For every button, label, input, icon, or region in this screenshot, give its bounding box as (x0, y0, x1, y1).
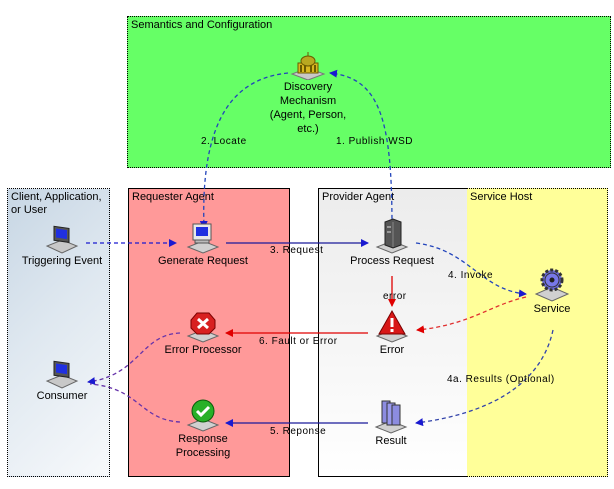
edge-publish (329, 69, 393, 227)
computer-icon (186, 223, 220, 254)
node-label: Response (178, 433, 228, 445)
node-label: Error Processor (164, 344, 242, 356)
node-process-request[interactable]: Process Request (347, 218, 437, 268)
server-icon (375, 218, 409, 254)
node-result[interactable]: Result (366, 398, 416, 448)
node-label: (Agent, Person, (269, 109, 347, 121)
computer-icon (45, 225, 79, 254)
node-label: etc.) (297, 123, 319, 135)
node-label: Processing (175, 447, 231, 459)
node-consumer[interactable]: Consumer (27, 357, 97, 403)
node-error-processor[interactable]: Error Processor (158, 311, 248, 357)
node-label: Discovery (283, 81, 333, 93)
documents-icon (374, 400, 408, 434)
region-title: Service Host (470, 191, 533, 203)
node-label: Error (379, 344, 405, 356)
edge-label-results: 4a. Results (Optional) (447, 374, 555, 385)
edge-label-publish: 1. Publish WSD (336, 136, 414, 147)
computer-icon (45, 360, 79, 389)
node-label: Triggering Event (21, 255, 103, 267)
warning-icon (375, 309, 409, 343)
region-title: Client, Application, or User (11, 191, 102, 216)
region-title: Requester Agent (132, 191, 214, 203)
edge-label-response: 5. Reponse (270, 426, 327, 437)
edge-locate (199, 72, 289, 229)
edge-results (415, 329, 554, 427)
node-label: Service (533, 303, 571, 315)
edge-label-fault: 6. Fault or Error (259, 336, 338, 347)
edge-response-consumer (89, 383, 181, 423)
node-label: Generate Request (158, 255, 248, 267)
edge-invoke (415, 242, 527, 298)
node-response-processing[interactable]: Response Processing (168, 398, 238, 460)
region-semantics-configuration: Semantics and Configuration (127, 16, 611, 168)
node-generate-request[interactable]: Generate Request (158, 222, 248, 268)
region-service-host: Service Host (467, 188, 608, 477)
node-discovery-mechanism[interactable]: Discovery Mechanism (Agent, Person, etc.… (268, 50, 348, 136)
node-label: Consumer (36, 390, 88, 402)
gear-icon (534, 268, 570, 302)
node-label: Process Request (350, 255, 434, 267)
checkmark-icon (186, 399, 220, 432)
building-icon (290, 52, 326, 80)
node-service[interactable]: Service (517, 266, 587, 316)
edge-label-request: 3. Request (270, 245, 324, 256)
node-label: Result (375, 435, 407, 447)
node-label: Mechanism (279, 95, 337, 107)
node-triggering-event[interactable]: Triggering Event (17, 222, 107, 268)
region-title: Provider Agent (322, 191, 395, 203)
region-client: Client, Application, or User (7, 188, 110, 477)
error-x-icon (186, 312, 220, 343)
edge-service-error (416, 296, 527, 334)
region-title: Semantics and Configuration (131, 19, 273, 31)
edge-label-error: error (383, 291, 407, 302)
edge-label-locate: 2. Locate (201, 136, 247, 147)
node-error[interactable]: Error (357, 309, 427, 357)
edge-label-invoke: 4. Invoke (448, 270, 494, 281)
